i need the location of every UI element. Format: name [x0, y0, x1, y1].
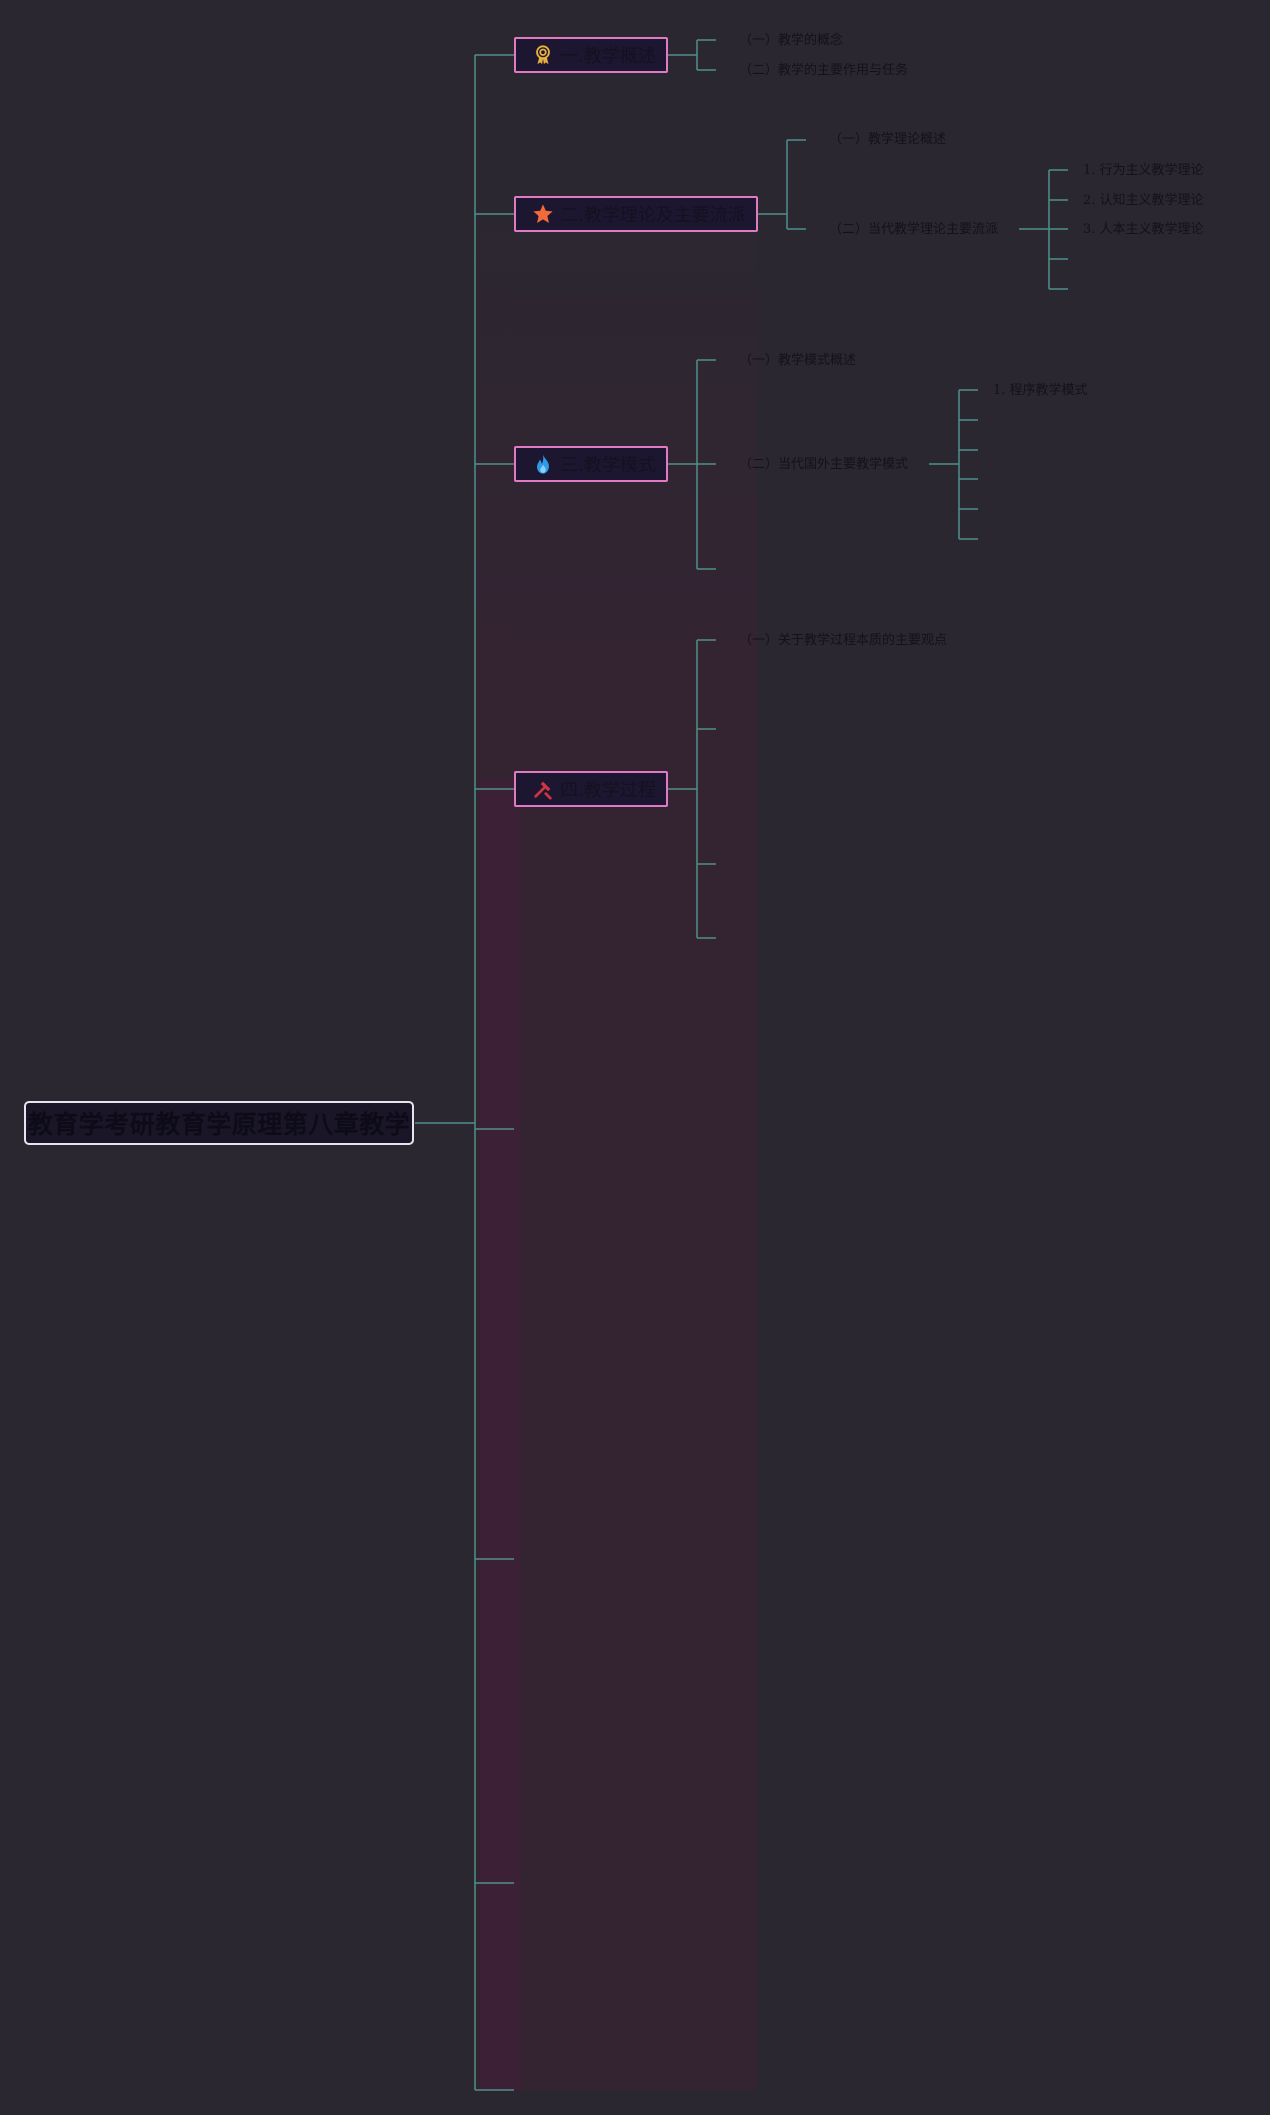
leaf-label[interactable]: 2. 认知主义教学理论: [1083, 193, 1204, 208]
subtopic-label[interactable]: （二）当代国外主要教学模式: [739, 457, 909, 472]
topic-teaching-overview[interactable]: 一.教学概述: [514, 37, 668, 73]
flame-icon: [537, 454, 549, 474]
subtopic-label[interactable]: （一）关于教学过程本质的主要观点: [739, 633, 948, 648]
topic-teaching-model[interactable]: 三.教学模式: [514, 446, 668, 482]
topic-label: 三.教学模式: [560, 455, 656, 476]
award-ribbon-icon: [536, 45, 550, 65]
topic-label: 二.教学理论及主要流派: [560, 205, 746, 226]
decorative-band: [480, 780, 520, 2090]
root-topic[interactable]: 教育学考研教育学原理第八章教学: [24, 1101, 414, 1145]
subtopic-label[interactable]: （一）教学理论概述: [829, 132, 947, 147]
decorative-band: [474, 215, 757, 2090]
connector-t3: [668, 359, 716, 570]
topic-label: 四.教学过程: [560, 780, 656, 801]
topic-teaching-theory[interactable]: 二.教学理论及主要流派: [514, 196, 758, 232]
topic-teaching-process[interactable]: 四.教学过程: [514, 771, 668, 807]
connector-t2: [758, 139, 806, 230]
connector-t2-2: [1019, 169, 1068, 290]
connector-t1: [668, 39, 716, 71]
tools-icon: [534, 781, 552, 800]
topic-label: 一.教学概述: [560, 46, 656, 67]
leaf-label[interactable]: 1. 程序教学模式: [993, 383, 1088, 398]
subtopic-label[interactable]: （二）教学的主要作用与任务: [739, 63, 909, 78]
leaf-label[interactable]: 1. 行为主义教学理论: [1083, 163, 1204, 178]
star-icon: [533, 204, 553, 223]
subtopic-label[interactable]: （一）教学的概念: [739, 33, 844, 48]
subtopic-label[interactable]: （二）当代教学理论主要流派: [829, 222, 999, 237]
subtopic-label[interactable]: （一）教学模式概述: [739, 353, 857, 368]
leaf-label[interactable]: 3. 人本主义教学理论: [1083, 222, 1204, 237]
connector-t4: [668, 639, 716, 939]
connector-t3-2: [929, 389, 978, 540]
